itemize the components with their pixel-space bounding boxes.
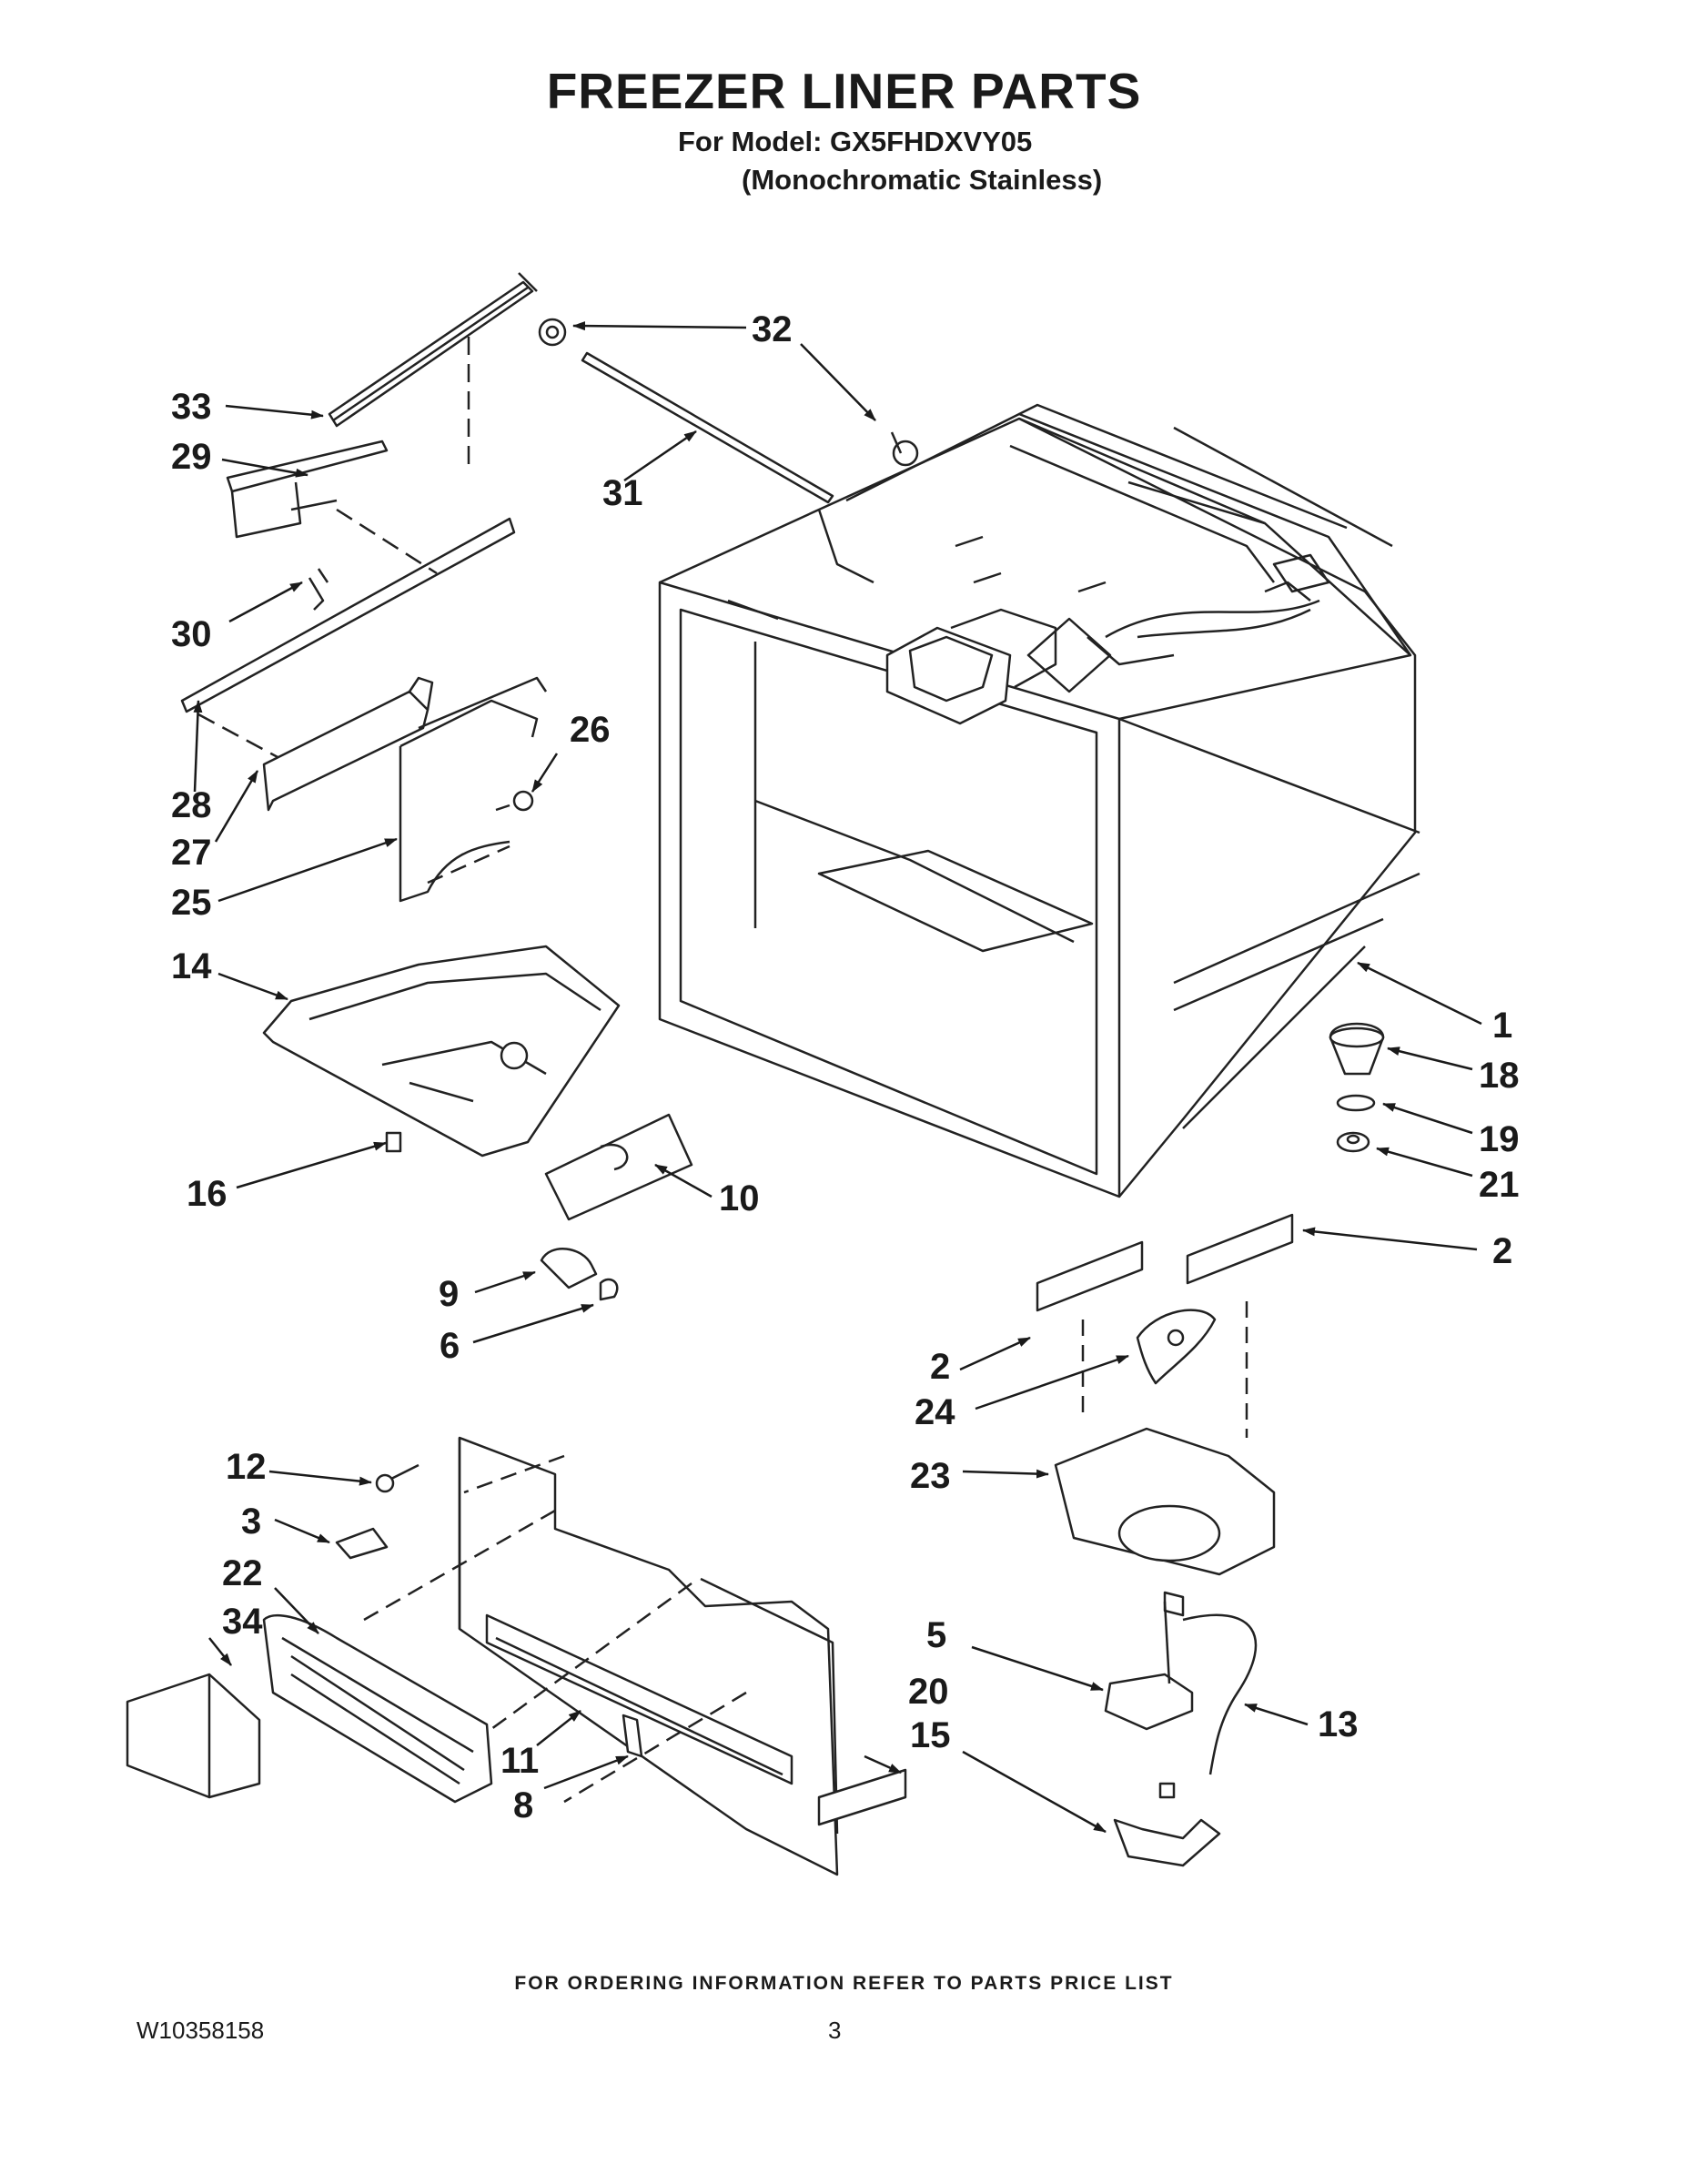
- callout-33: 33: [171, 387, 212, 427]
- callout-24: 24: [915, 1392, 955, 1432]
- model-color: (Monochromatic Stainless): [742, 164, 1103, 196]
- light-bulb-part: [540, 1248, 619, 1301]
- callout-25: 25: [171, 883, 212, 923]
- callout-11: 11: [500, 1741, 539, 1781]
- callout-30: 30: [171, 614, 212, 654]
- freezer-cover-part: [262, 945, 693, 1221]
- callout-16: 16: [187, 1174, 227, 1214]
- evaporator-cover-assembly: [126, 1436, 907, 1876]
- callout-8: 8: [513, 1785, 533, 1825]
- callout-28: 28: [171, 785, 212, 825]
- callout-2: 2: [930, 1347, 950, 1387]
- model-number: For Model: GX5FHDXVY05: [678, 126, 1033, 157]
- callout-20: 20: [908, 1672, 949, 1712]
- ordering-note: FOR ORDERING INFORMATION REFER TO PARTS …: [514, 1973, 1174, 1994]
- callout-1: 1: [1492, 1006, 1512, 1046]
- document-number: W10358158: [136, 2017, 265, 2044]
- bracket-assembly: [262, 676, 548, 903]
- callout-12: 12: [226, 1447, 267, 1487]
- callout-19: 19: [1479, 1119, 1520, 1159]
- callout-22: 22: [222, 1553, 263, 1593]
- callout-21: 21: [1479, 1165, 1520, 1205]
- callout-13: 13: [1318, 1704, 1359, 1744]
- callout-2: 2: [1492, 1231, 1512, 1271]
- callout-6: 6: [440, 1326, 460, 1366]
- callout-31: 31: [602, 473, 643, 513]
- callout-5: 5: [926, 1615, 946, 1655]
- callout-14: 14: [171, 946, 212, 986]
- callout-23: 23: [910, 1456, 951, 1496]
- callout-34: 34: [222, 1602, 263, 1642]
- slide-rail-assembly: [180, 272, 919, 766]
- drain-parts: [1329, 1022, 1385, 1153]
- callout-18: 18: [1479, 1056, 1520, 1096]
- fan-assembly: [1036, 1213, 1294, 1867]
- callout-9: 9: [439, 1274, 459, 1314]
- callout-3: 3: [241, 1502, 261, 1542]
- callout-29: 29: [171, 437, 212, 477]
- freezer-liner-part: [658, 403, 1420, 1198]
- callout-27: 27: [171, 833, 212, 873]
- callout-26: 26: [570, 710, 611, 750]
- callout-10: 10: [719, 1178, 760, 1218]
- page-number: 3: [828, 2017, 842, 2044]
- callout-15: 15: [910, 1715, 951, 1755]
- page-title: FREEZER LINER PARTS: [546, 63, 1142, 119]
- callout-32: 32: [752, 309, 793, 349]
